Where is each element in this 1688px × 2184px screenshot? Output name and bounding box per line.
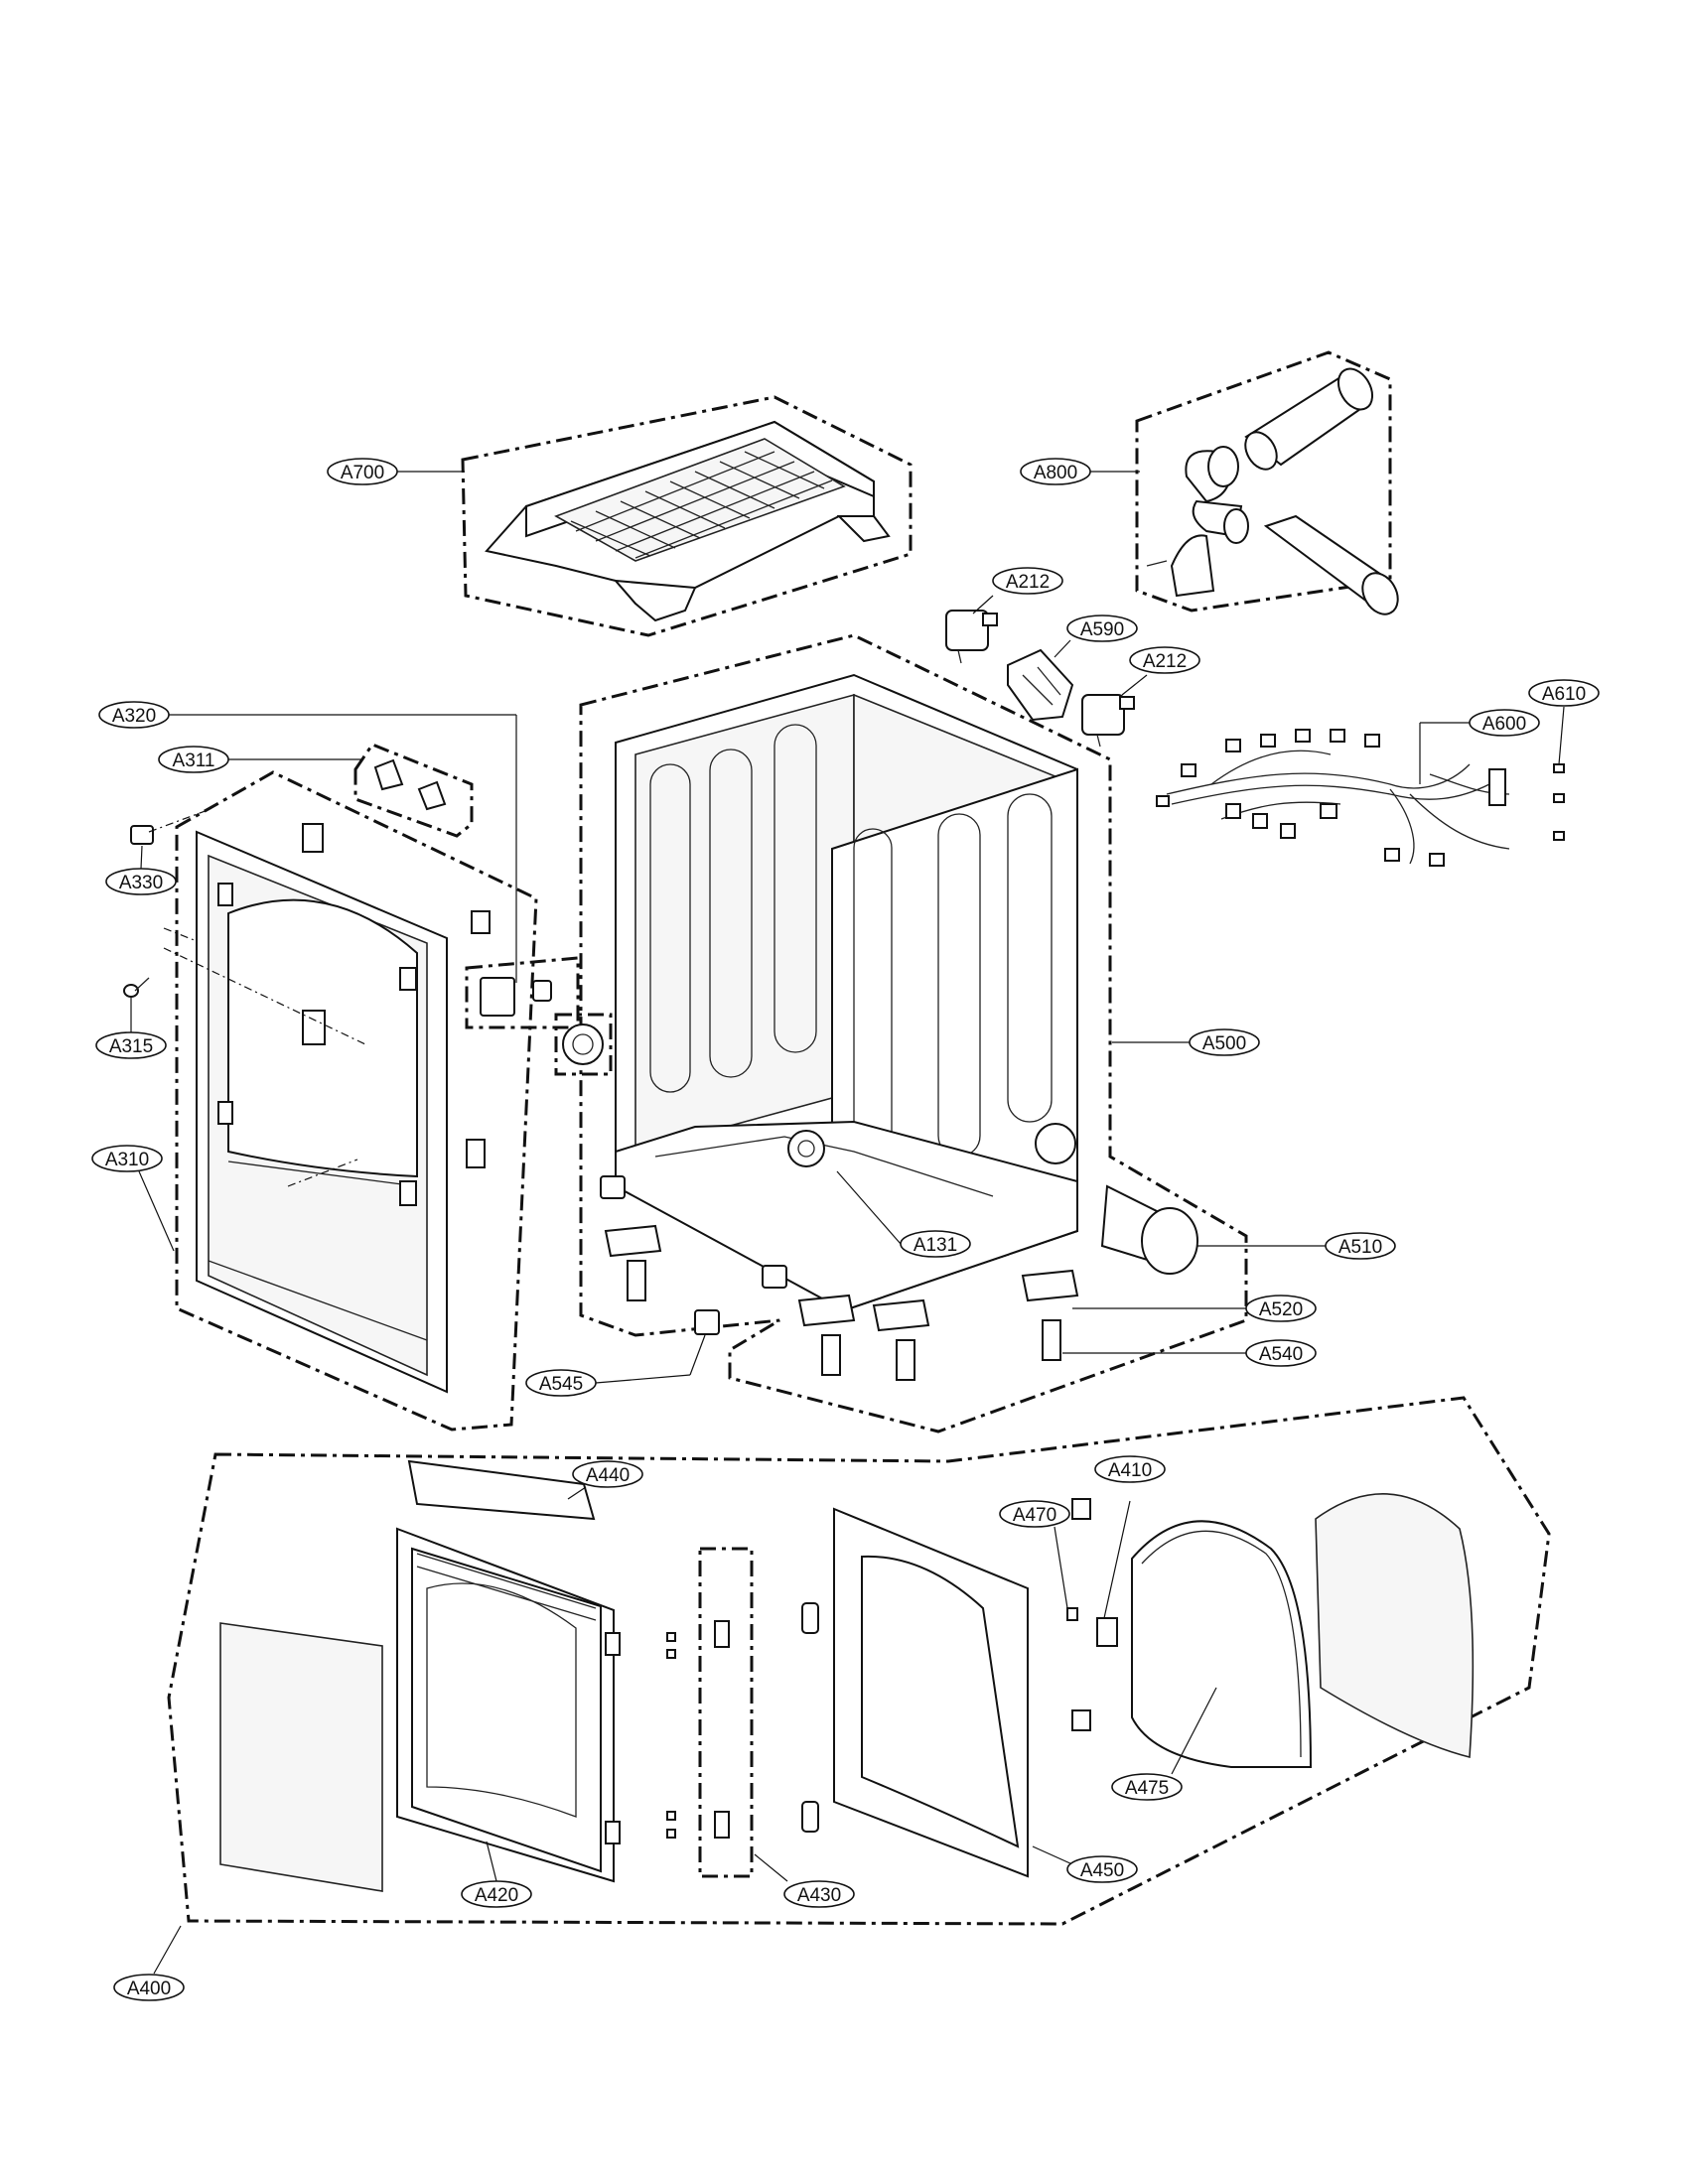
- callout-label-a440: A440: [572, 1460, 643, 1488]
- callout-label-a430: A430: [783, 1880, 855, 1908]
- callout-label-a420: A420: [461, 1880, 532, 1908]
- callout-label-a212-lower: A212: [1129, 646, 1200, 674]
- callout-text: A475: [1125, 1778, 1169, 1799]
- callout-text: A700: [341, 463, 384, 483]
- callout-label-a520: A520: [1245, 1295, 1317, 1322]
- clip-parts-a311: [373, 758, 447, 811]
- group-boundary-a500: [579, 633, 1248, 1433]
- screw-part-a315: [123, 977, 150, 998]
- callout-text: A330: [119, 873, 163, 893]
- wire-harness-part: [1156, 729, 1510, 867]
- callout-label-a320: A320: [98, 701, 170, 729]
- callout-label-a310: A310: [91, 1145, 163, 1172]
- callout-label-a315: A315: [95, 1031, 167, 1059]
- callout-text: A800: [1034, 463, 1077, 483]
- callout-text: A410: [1108, 1460, 1152, 1481]
- callout-text: A131: [914, 1235, 957, 1256]
- callout-text: A450: [1080, 1860, 1124, 1881]
- group-boundary-a400: [167, 1396, 1551, 1926]
- callout-label-a600: A600: [1469, 709, 1540, 737]
- group-boundary-a310: [175, 770, 538, 1432]
- group-boundary-a131-top: [554, 1013, 613, 1076]
- callout-label-a311: A311: [158, 746, 229, 773]
- callout-text: A590: [1080, 619, 1124, 640]
- callout-text: A440: [586, 1465, 630, 1486]
- screw-parts-a610: [1553, 763, 1565, 841]
- callout-text: A540: [1259, 1344, 1303, 1365]
- leader-lines: [130, 471, 1565, 1975]
- callout-text: A320: [112, 706, 156, 727]
- callout-label-a610: A610: [1528, 679, 1600, 707]
- callout-label-a800: A800: [1020, 458, 1091, 485]
- callout-text: A212: [1006, 572, 1050, 593]
- top-grille-part: [485, 420, 891, 622]
- callout-text: A400: [127, 1979, 171, 1999]
- door-switch-part: [480, 977, 552, 1017]
- callout-label-a510: A510: [1325, 1232, 1396, 1260]
- latch-part-a330: [130, 808, 211, 845]
- group-boundary-a700: [461, 395, 913, 637]
- callout-label-a700: A700: [327, 458, 398, 485]
- callout-label-a540: A540: [1245, 1339, 1317, 1367]
- group-boundary-a430: [698, 1547, 754, 1878]
- callout-text: A510: [1338, 1237, 1382, 1258]
- bearing-part-front: [562, 1024, 604, 1065]
- callout-label-a475: A475: [1111, 1773, 1183, 1801]
- callout-text: A470: [1013, 1505, 1056, 1526]
- bearing-part-rear: [787, 1130, 825, 1167]
- callout-label-a470: A470: [999, 1500, 1070, 1528]
- callout-label-a330: A330: [105, 868, 177, 895]
- group-boundary-a311: [353, 743, 474, 838]
- callout-text: A430: [797, 1885, 841, 1906]
- callout-label-a450: A450: [1066, 1855, 1138, 1883]
- callout-label-a590: A590: [1066, 614, 1138, 642]
- callout-label-a400: A400: [113, 1974, 185, 2001]
- callout-text: A420: [475, 1885, 518, 1906]
- callout-text: A545: [539, 1374, 583, 1395]
- switch-part-lower: [1081, 694, 1135, 748]
- callout-label-a131: A131: [900, 1230, 971, 1258]
- duct-part-a510: [1100, 1184, 1198, 1275]
- callout-text: A212: [1143, 651, 1187, 672]
- callout-label-a212-upper: A212: [992, 567, 1063, 595]
- callout-text: A311: [173, 751, 215, 771]
- callout-text: A310: [105, 1150, 149, 1170]
- callout-text: A600: [1482, 714, 1526, 735]
- foot-parts: [600, 1175, 1079, 1381]
- cabinet-part: [615, 673, 1078, 1312]
- bracket-part: [1007, 648, 1074, 722]
- callout-label-a545: A545: [525, 1369, 597, 1397]
- callout-text: A610: [1542, 684, 1586, 705]
- callout-text: A520: [1259, 1299, 1303, 1320]
- callout-label-a410: A410: [1094, 1455, 1166, 1483]
- door-assembly-part: [219, 1459, 1475, 1892]
- callout-text: A315: [109, 1036, 153, 1057]
- front-panel-part: [163, 823, 491, 1394]
- group-boundary-a800: [1135, 350, 1392, 613]
- callout-label-a500: A500: [1189, 1028, 1260, 1056]
- switch-part-upper: [945, 610, 998, 664]
- exhaust-duct-part: [1146, 367, 1399, 615]
- callout-text: A500: [1202, 1033, 1246, 1054]
